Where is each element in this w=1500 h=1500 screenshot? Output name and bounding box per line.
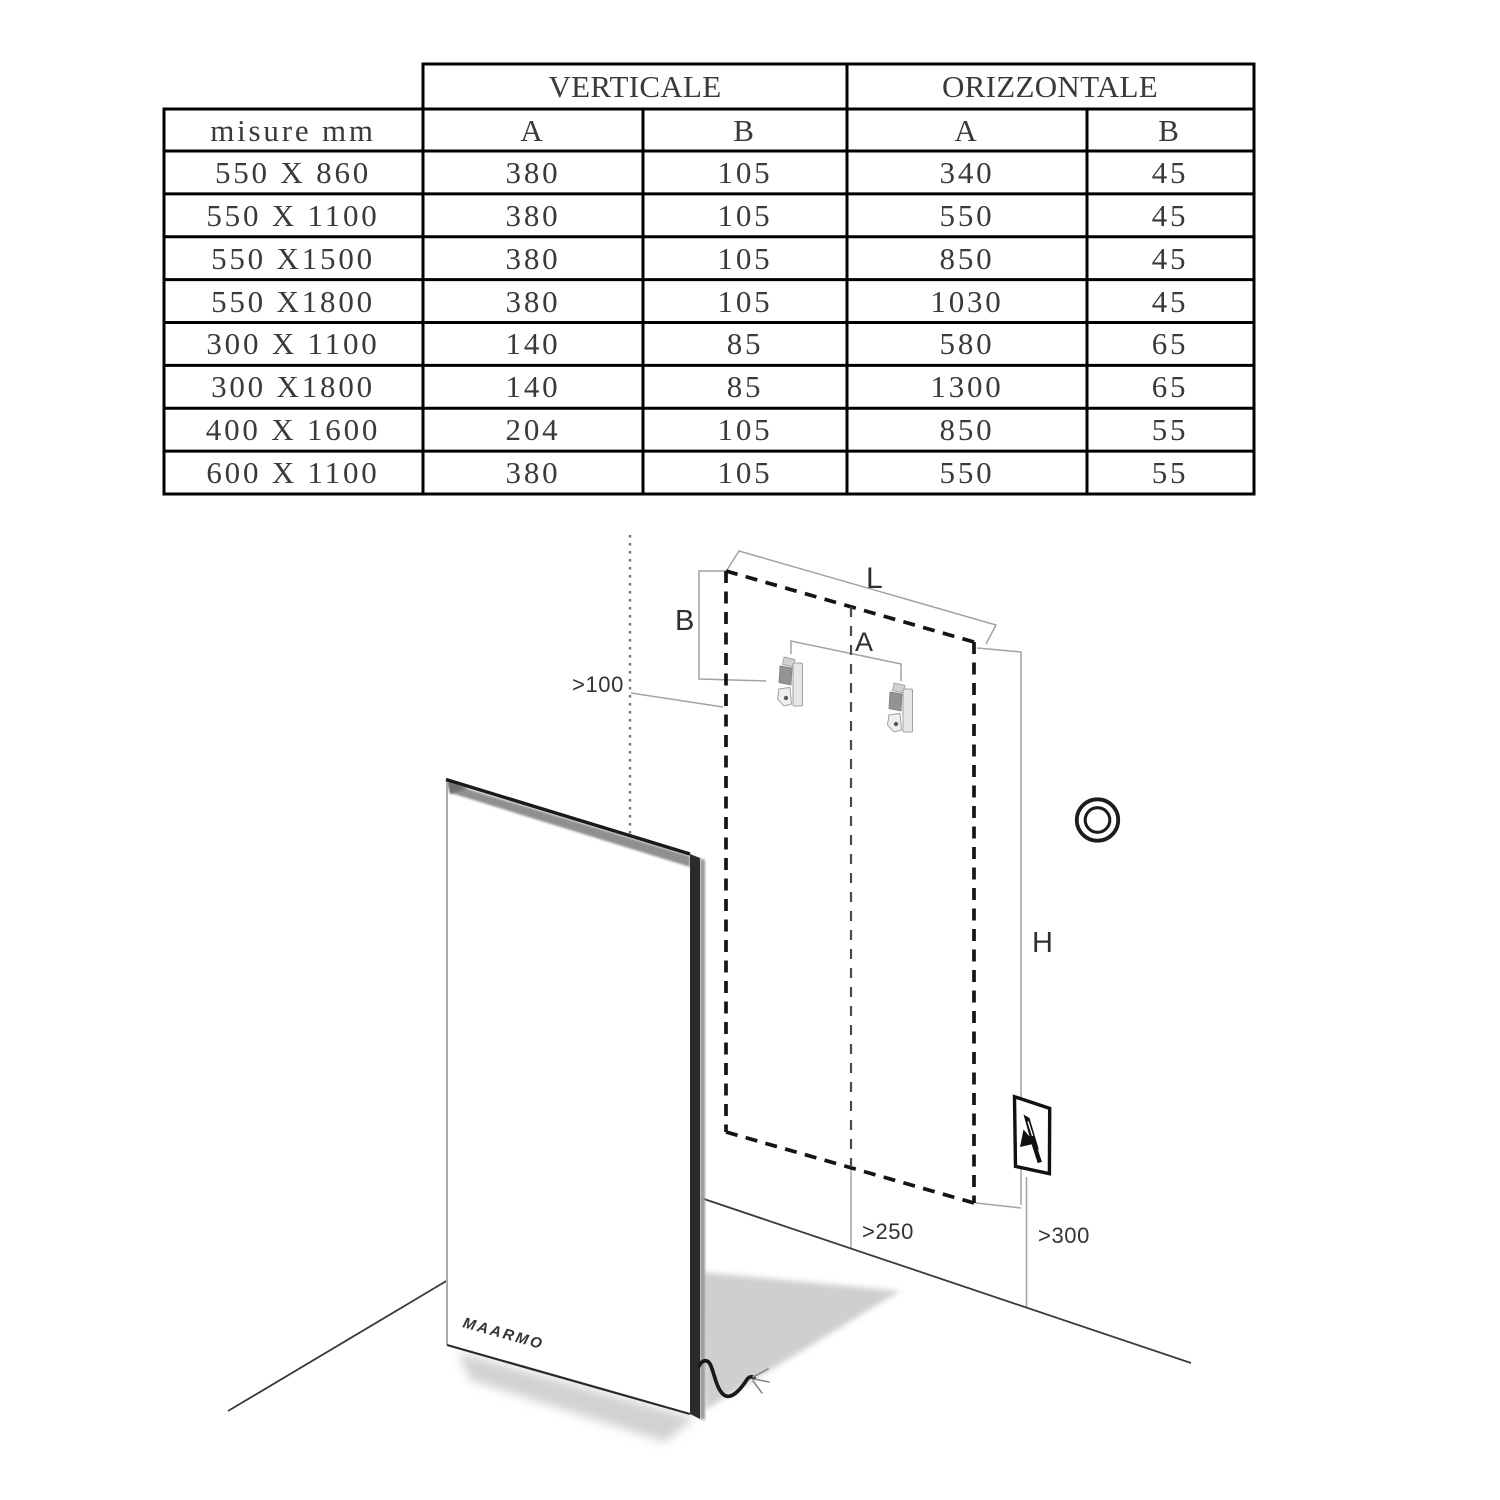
svg-text:550: 550 xyxy=(940,198,995,233)
svg-text:1300: 1300 xyxy=(930,369,1003,404)
svg-text:VERTICALE: VERTICALE xyxy=(548,69,721,104)
svg-text:B: B xyxy=(733,113,756,148)
svg-text:380: 380 xyxy=(506,241,561,276)
svg-text:380: 380 xyxy=(506,455,561,490)
svg-text:misure mm: misure mm xyxy=(210,113,376,148)
svg-text:300 X 1100: 300 X 1100 xyxy=(206,326,379,361)
svg-text:85: 85 xyxy=(727,369,764,404)
svg-text:>300: >300 xyxy=(1038,1223,1090,1248)
svg-text:380: 380 xyxy=(506,198,561,233)
svg-text:550 X 1100: 550 X 1100 xyxy=(206,198,379,233)
svg-text:300 X1800: 300 X1800 xyxy=(211,369,375,404)
svg-text:550: 550 xyxy=(940,455,995,490)
svg-text:ORIZZONTALE: ORIZZONTALE xyxy=(942,69,1158,104)
svg-text:550 X1500: 550 X1500 xyxy=(211,241,375,276)
svg-text:600 X 1100: 600 X 1100 xyxy=(206,455,379,490)
svg-text:65: 65 xyxy=(1152,369,1189,404)
svg-text:140: 140 xyxy=(506,369,561,404)
svg-text:380: 380 xyxy=(506,155,561,190)
svg-text:>250: >250 xyxy=(862,1219,914,1244)
svg-text:B: B xyxy=(1158,113,1181,148)
svg-text:45: 45 xyxy=(1152,155,1189,190)
svg-text:105: 105 xyxy=(718,284,773,319)
svg-text:55: 55 xyxy=(1152,412,1189,447)
svg-text:105: 105 xyxy=(718,241,773,276)
svg-text:A: A xyxy=(954,113,979,148)
svg-text:85: 85 xyxy=(727,326,764,361)
svg-text:45: 45 xyxy=(1152,241,1189,276)
svg-text:340: 340 xyxy=(940,155,995,190)
svg-text:850: 850 xyxy=(940,412,995,447)
svg-text:H: H xyxy=(1032,927,1053,959)
svg-text:45: 45 xyxy=(1152,284,1189,319)
svg-text:1030: 1030 xyxy=(930,284,1003,319)
svg-text:380: 380 xyxy=(506,284,561,319)
svg-text:850: 850 xyxy=(940,241,995,276)
svg-text:A: A xyxy=(855,627,873,657)
svg-text:400 X 1600: 400 X 1600 xyxy=(206,412,380,447)
svg-text:140: 140 xyxy=(506,326,561,361)
svg-text:550 X 860: 550 X 860 xyxy=(215,155,371,190)
svg-text:L: L xyxy=(866,562,883,595)
svg-text:55: 55 xyxy=(1152,455,1189,490)
svg-text:580: 580 xyxy=(940,326,995,361)
svg-text:550 X1800: 550 X1800 xyxy=(211,284,375,319)
svg-text:65: 65 xyxy=(1152,326,1189,361)
svg-text:45: 45 xyxy=(1152,198,1189,233)
svg-text:>100: >100 xyxy=(572,672,624,697)
svg-text:204: 204 xyxy=(506,412,561,447)
svg-text:105: 105 xyxy=(718,198,773,233)
svg-text:105: 105 xyxy=(718,412,773,447)
svg-text:A: A xyxy=(520,113,545,148)
svg-text:B: B xyxy=(675,605,694,637)
svg-text:105: 105 xyxy=(718,455,773,490)
svg-text:105: 105 xyxy=(718,155,773,190)
